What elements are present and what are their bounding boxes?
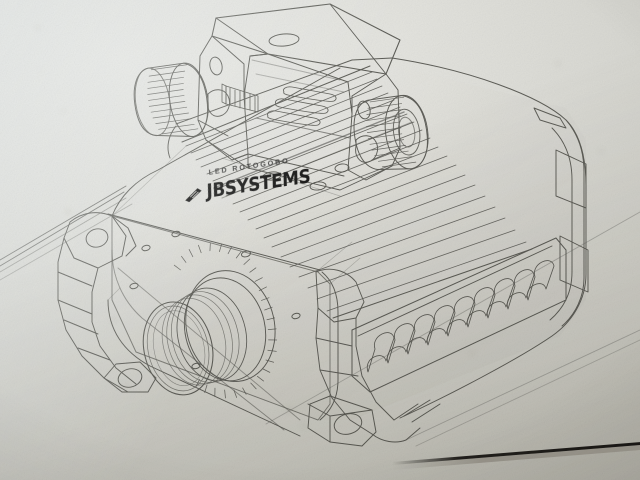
paper-speck bbox=[286, 408, 293, 412]
paper-speck bbox=[112, 318, 116, 321]
paper-speck bbox=[470, 352, 475, 355]
paper-speck bbox=[556, 62, 560, 65]
paper-speck bbox=[62, 110, 65, 112]
paper-speck bbox=[40, 70, 42, 72]
paper-speck bbox=[302, 424, 307, 428]
paper-speck bbox=[66, 210, 70, 213]
paper-speck bbox=[600, 150, 603, 153]
paper-speck bbox=[124, 384, 129, 388]
paper-speck bbox=[36, 26, 39, 29]
